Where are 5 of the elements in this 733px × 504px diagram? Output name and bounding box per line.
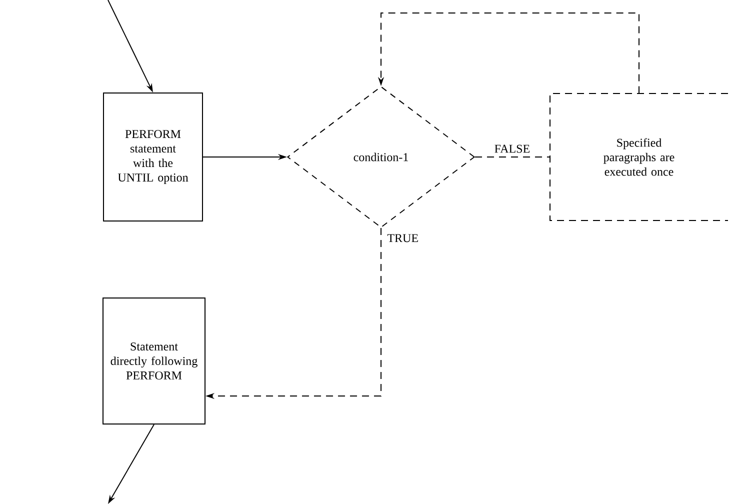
process-box: Specified paragraphs are executed once xyxy=(550,93,728,221)
process-box: PERFORM statement with the UNTIL option xyxy=(103,92,203,222)
edge-label: FALSE xyxy=(492,142,532,155)
edge-label: TRUE xyxy=(385,232,421,244)
process-box: Statement directly following PERFORM xyxy=(102,298,206,424)
